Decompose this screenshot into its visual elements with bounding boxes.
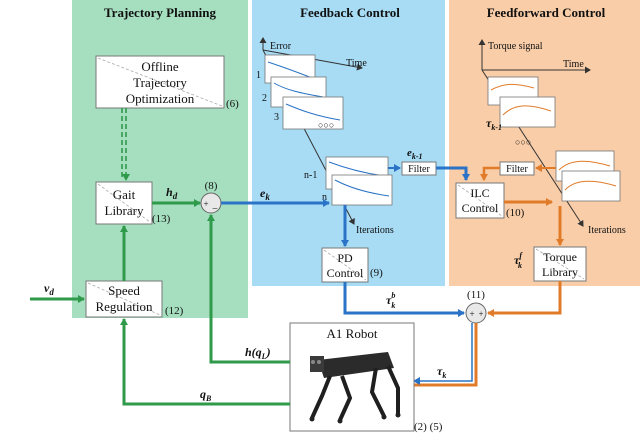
torque-label-1: Torque <box>543 250 577 264</box>
robot-eq-number: (2) (5) <box>414 421 443 433</box>
offline-label-3: Optimization <box>126 91 195 106</box>
ff-plot-4 <box>561 170 621 202</box>
quadruped-robot-image <box>309 352 401 424</box>
taub-arrow <box>343 282 465 317</box>
gait-label-1: Gait <box>113 187 136 202</box>
feedback-control-title: Feedback Control <box>300 5 400 20</box>
filter2-to-ilc-arrow <box>480 166 500 181</box>
ff-ellipsis: ○○○ <box>515 137 531 147</box>
feedforward-control-panel <box>449 0 640 286</box>
torque-signal-label: Torque signal <box>488 41 543 52</box>
gait-label-2: Library <box>105 203 144 218</box>
torque-library-block <box>533 246 587 282</box>
offline-label-1: Offline <box>141 59 179 74</box>
speed-block-diagonal <box>87 282 161 316</box>
ek1-label: ek-1 <box>407 147 423 161</box>
robot-title: A1 Robot <box>327 326 378 341</box>
tauk-arrow-orange <box>414 323 478 387</box>
qb-label: qB <box>200 387 212 403</box>
fb-plot-3 <box>282 96 344 130</box>
pd-eq-number: (9) <box>370 267 383 279</box>
trajectory-planning-panel <box>72 0 248 318</box>
error-label: Error <box>270 41 292 52</box>
fb-ellipsis: ○○○ <box>318 120 334 130</box>
sum11-plus-a: + <box>469 309 474 319</box>
hq-label: h(qL) <box>245 345 271 361</box>
fb-index-3: 3 <box>274 112 279 123</box>
fb-time-label: Time <box>346 58 367 69</box>
ek-label: ek <box>260 186 270 202</box>
speed-label-2: Regulation <box>95 299 153 314</box>
sum11-eq-number: (11) <box>467 289 485 301</box>
fb-plot-n <box>331 174 393 206</box>
ff-plot-2 <box>499 96 556 128</box>
pd-label-2: Control <box>327 266 364 280</box>
tauf-arrow <box>487 281 562 317</box>
sum11-plus-b: + <box>478 309 483 319</box>
fb-iterations-label: Iterations <box>356 225 394 236</box>
ilc-block-diagonal <box>457 184 503 217</box>
sum8-eq-number: (8) <box>205 180 218 192</box>
vd-label: vd <box>44 281 54 297</box>
tauk1-label: τk-1 <box>486 116 502 132</box>
offline-label-2: Trajectory <box>133 75 187 90</box>
sum8-minus: − <box>212 204 218 215</box>
offline-eq-number: (6) <box>226 98 239 110</box>
ilc-eq-number: (10) <box>506 207 525 219</box>
hd-label: hd <box>166 185 178 201</box>
gait-eq-number: (13) <box>152 213 171 225</box>
ilc-label-2: Control <box>462 201 499 215</box>
filter2-label: Filter <box>506 164 528 175</box>
tauk-arrow-blue <box>413 323 473 385</box>
tauk-label: τk <box>437 364 446 380</box>
qb-feedback-arrow <box>120 318 290 406</box>
ff-time-label: Time <box>563 59 584 70</box>
sum8-plus: + <box>203 199 208 209</box>
speed-eq-number: (12) <box>165 305 184 317</box>
hq-feedback-arrow <box>207 214 290 364</box>
pd-block-diagonal <box>323 249 367 281</box>
feedforward-control-title: Feedforward Control <box>487 5 606 20</box>
fb-index-n: n <box>322 192 327 203</box>
ilc-label-1: ILC <box>470 186 489 200</box>
feedback-control-panel <box>252 0 445 286</box>
filter-label: Filter <box>408 164 430 175</box>
fb-index-1: 1 <box>256 70 261 81</box>
ff-iterations-label: Iterations <box>588 225 626 236</box>
speed-label-1: Speed <box>108 283 140 298</box>
fb-index-n1: n-1 <box>304 170 317 181</box>
torque-label-2: Library <box>542 265 578 279</box>
trajectory-planning-title: Trajectory Planning <box>104 5 217 20</box>
gait-block-diagonal <box>97 183 151 223</box>
speed-regulation-block <box>85 280 163 318</box>
pd-label-1: PD <box>337 251 353 265</box>
ek1-arrow <box>436 166 470 181</box>
torque-block-diagonal <box>535 248 585 280</box>
offline-block-diagonal <box>97 57 223 107</box>
fb-index-2: 2 <box>262 93 267 104</box>
